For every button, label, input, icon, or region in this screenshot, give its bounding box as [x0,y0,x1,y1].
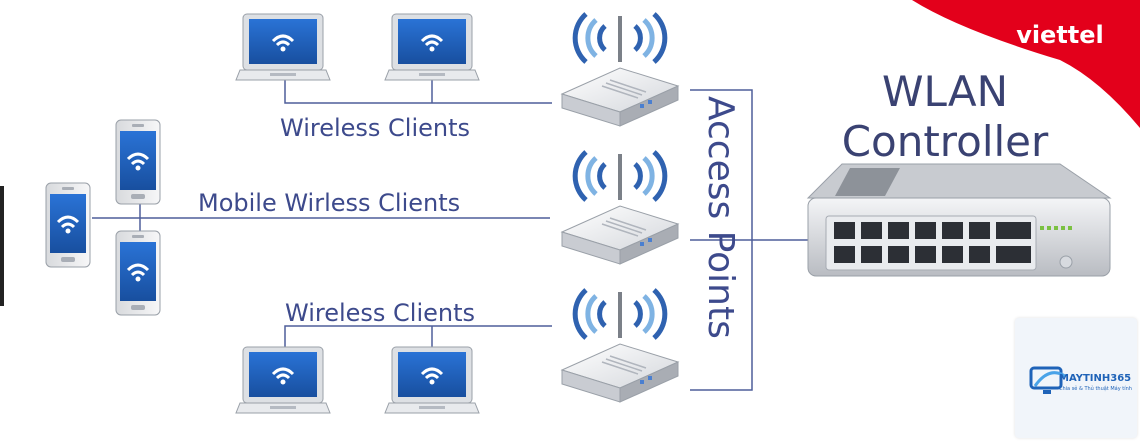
brand-banner [912,0,1140,128]
watermark-panel [1015,318,1137,438]
top-clients-label: Wireless Clients [280,114,470,142]
bottom-clients-label: Wireless Clients [285,299,475,327]
wireless-router-icon [562,290,678,402]
smartphone-icon [44,181,92,269]
wireless-router-icon [562,14,678,126]
controller-title-line1: WLAN [882,67,1008,116]
access-points-label: Access Points [700,96,741,339]
watermark-tagline: Chia sẻ & Thủ thuật Máy tính [1059,386,1132,392]
smartphone-icon [114,229,162,317]
brand-logo: viettel [1016,21,1104,49]
laptop-icon [234,12,332,82]
mobile-clients-label: Mobile Wirless Clients [198,189,460,217]
smartphone-icon [114,118,162,206]
network-switch-icon [806,163,1112,277]
watermark-name: MAYTINH365 [1059,373,1132,384]
wireless-router-icon [562,152,678,264]
laptop-icon [383,12,481,82]
laptop-icon [234,345,332,415]
controller-title-line2: Controller [842,117,1049,166]
connection-lines [92,80,810,391]
laptop-icon [383,345,481,415]
edge-bar [0,186,4,306]
monitor-logo-icon [1029,366,1066,394]
